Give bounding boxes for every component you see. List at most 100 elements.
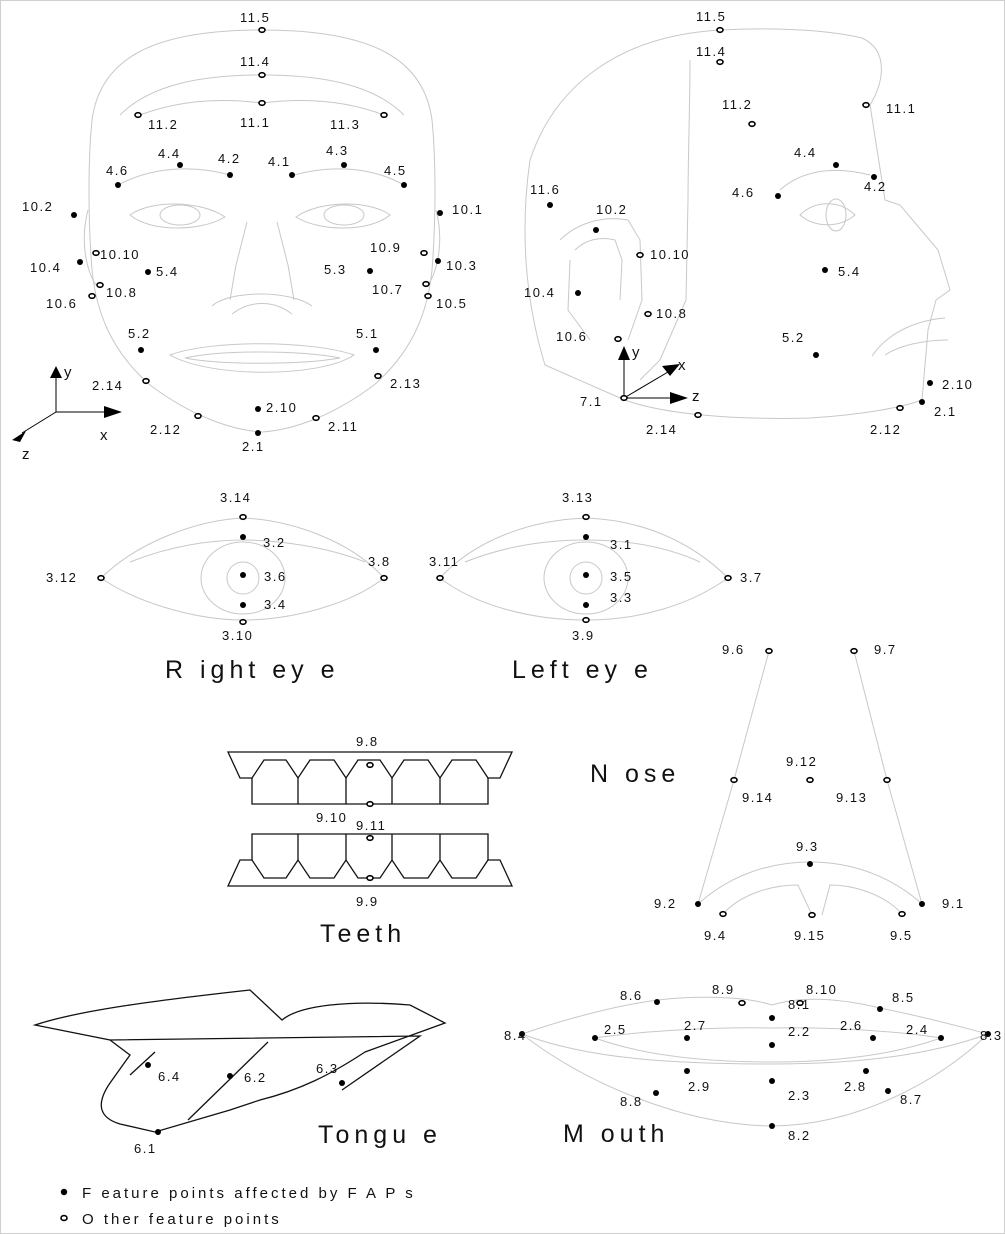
front-face-points: 11.511.411.111.211.34.44.24.14.34.64.510…	[22, 10, 483, 454]
mouth-point-8-1-label: 8.1	[788, 997, 811, 1012]
front-face-point-10-8-label: 10.8	[106, 285, 137, 300]
mouth-point-8-4-label: 8.4	[504, 1028, 527, 1043]
right-eye-point-3-14-marker	[240, 515, 246, 520]
mouth-point-8-8-marker	[653, 1090, 659, 1096]
left-eye-point-3-3-marker	[583, 602, 589, 608]
left-eye-point-3-5-label: 3.5	[610, 569, 633, 584]
front-face-point-11-2-label: 11.2	[148, 117, 178, 132]
front-face-point-4-1-marker	[289, 172, 295, 178]
side-face-point-2-14-marker	[695, 413, 701, 418]
mouth-point-2-8-marker	[863, 1068, 869, 1074]
front-face-point-5-1-marker	[373, 347, 379, 353]
right-eye-title: R ight ey e	[165, 656, 340, 684]
front-face-point-5-4-label: 5.4	[156, 264, 179, 279]
right-eye-point-3-10-marker	[240, 620, 246, 625]
front-face-point-5-3-label: 5.3	[324, 262, 347, 277]
side-face-point-11-5-marker	[717, 28, 723, 33]
nose-point-9-5-marker	[899, 912, 905, 917]
side-face-point-2-1-label: 2.1	[934, 404, 957, 419]
right-eye-point-3-4-marker	[240, 602, 246, 608]
side-face-point-10-10-marker	[637, 253, 643, 258]
nose-point-9-4-label: 9.4	[704, 928, 727, 943]
mouth-point-2-4-marker	[938, 1035, 944, 1041]
side-face-point-10-6-label: 10.6	[556, 329, 587, 344]
side-face-point-4-6-marker	[775, 193, 781, 199]
mouth-title: M outh	[563, 1120, 669, 1148]
front-face-point-10-5-label: 10.5	[436, 296, 467, 311]
legend-hollow-marker	[61, 1216, 67, 1221]
tongue-point-6-2-label: 6.2	[244, 1070, 267, 1085]
front-face-point-4-2-marker	[227, 172, 233, 178]
front-face-point-10-8-marker	[97, 283, 103, 288]
nose-point-9-6-marker	[766, 649, 772, 654]
right-eye-point-3-12-marker	[98, 576, 104, 581]
mouth-point-8-3-label: 8.3	[980, 1028, 1003, 1043]
mouth-point-8-8-label: 8.8	[620, 1094, 643, 1109]
tongue-points: 6.46.26.36.1	[134, 1061, 345, 1156]
side-face-point-11-6-label: 11.6	[530, 182, 560, 197]
front-face-point-4-5-marker	[401, 182, 407, 188]
front-face-point-4-2-label: 4.2	[218, 151, 241, 166]
side-face-point-10-4-label: 10.4	[524, 285, 555, 300]
left-eye-point-3-1-label: 3.1	[610, 537, 633, 552]
nose-point-9-15-label: 9.15	[794, 928, 825, 943]
nose-point-9-2-label: 9.2	[654, 896, 677, 911]
front-face-point-2-13-label: 2.13	[390, 376, 421, 391]
mouth-point-8-9-label: 8.9	[712, 982, 735, 997]
front-face-point-10-3-marker	[435, 258, 441, 264]
front-axis-z-label: z	[22, 446, 30, 463]
mouth-point-2-6-marker	[870, 1035, 876, 1041]
nose-point-9-13-marker	[884, 778, 890, 783]
nose-point-9-13-label: 9.13	[836, 790, 867, 805]
front-face-point-11-1-label: 11.1	[240, 115, 270, 130]
mouth-point-2-9-marker	[684, 1068, 690, 1074]
right-eye-point-3-4-label: 3.4	[264, 597, 287, 612]
mouth-point-8-2-label: 8.2	[788, 1128, 811, 1143]
side-face-point-5-2-label: 5.2	[782, 330, 805, 345]
front-face-point-11-4-marker	[259, 73, 265, 78]
side-face-point-11-6-marker	[547, 202, 553, 208]
front-face-point-2-14-label: 2.14	[92, 378, 123, 393]
front-face-point-10-6-label: 10.6	[46, 296, 77, 311]
front-face-point-10-7-marker	[423, 282, 429, 287]
front-face-point-2-12-label: 2.12	[150, 422, 181, 437]
left-eye-point-3-9-label: 3.9	[572, 628, 595, 643]
front-axis-y-label: y	[64, 364, 72, 381]
side-face-point-10-2-marker	[593, 227, 599, 233]
front-face-point-2-12-marker	[195, 414, 201, 419]
nose-points: 9.69.79.129.149.139.39.29.19.49.159.5	[654, 642, 965, 943]
left-eye-title: Left ey e	[512, 656, 653, 684]
nose-point-9-12-marker	[807, 778, 813, 783]
front-face-point-10-10-label: 10.10	[100, 247, 140, 262]
front-face-point-10-7-label: 10.7	[372, 282, 403, 297]
tongue-point-6-4-marker	[145, 1062, 151, 1068]
side-face-point-2-10-marker	[927, 380, 933, 386]
side-face-point-10-8-label: 10.8	[656, 306, 687, 321]
side-face-point-10-10-label: 10.10	[650, 247, 690, 262]
side-face-point-2-14-label: 2.14	[646, 422, 677, 437]
mouth-point-2-8-label: 2.8	[844, 1079, 867, 1094]
right-eye-point-3-14-label: 3.14	[220, 490, 251, 505]
left-eye-point-3-7-label: 3.7	[740, 570, 763, 585]
mouth-point-8-5-label: 8.5	[892, 990, 915, 1005]
front-face-point-10-1-label: 10.1	[452, 202, 483, 217]
front-face-point-2-1-label: 2.1	[242, 439, 265, 454]
left-eye-point-3-9-marker	[583, 618, 589, 623]
nose-title: N ose	[590, 760, 680, 788]
right-eye-point-3-8-marker	[381, 576, 387, 581]
tongue-point-6-4-label: 6.4	[158, 1069, 181, 1084]
front-face-point-2-10-marker	[255, 406, 261, 412]
legend-hollow-label: O ther feature points	[82, 1211, 282, 1228]
front-face-point-10-9-label: 10.9	[370, 240, 401, 255]
mouth-point-2-7-label: 2.7	[684, 1018, 707, 1033]
side-axis-y-label: y	[632, 344, 640, 361]
nose-point-9-4-marker	[720, 912, 726, 917]
front-face-point-10-3-label: 10.3	[446, 258, 477, 273]
legend-filled-label: F eature points affected by F A P s	[82, 1185, 416, 1202]
side-face-point-5-4-label: 5.4	[838, 264, 861, 279]
left-eye-point-3-1-marker	[583, 534, 589, 540]
front-face-point-4-5-label: 4.5	[384, 163, 407, 178]
front-face-point-4-4-label: 4.4	[158, 146, 181, 161]
teeth-point-9-11-marker	[367, 836, 373, 841]
